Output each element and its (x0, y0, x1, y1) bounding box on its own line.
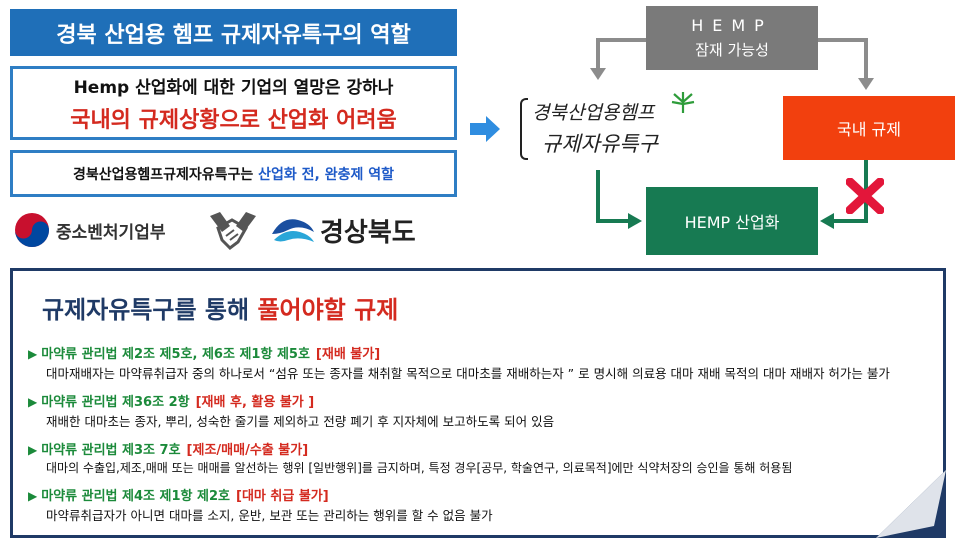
regulation-desc-1: 대마재배자는 마약류취급자 중의 하나로서 “섬유 또는 종자를 채취할 목적으… (46, 366, 890, 381)
buffer-role-highlight: 산업화 전, 완충제 역할 (258, 166, 395, 183)
taegeuk-icon (15, 213, 49, 247)
law-reference: 마약류 관리법 제4조 제1항 제2호 (41, 489, 230, 504)
triangle-bullet-icon: ▶ (28, 395, 38, 409)
page-title: 경북 산업용 헴프 규제자유특구의 역할 (10, 9, 457, 56)
industry-desire-box: Hemp 산업화에 대한 기업의 열망은 강하나 국내의 규제상황으로 산업화 … (10, 66, 457, 140)
triangle-bullet-icon: ▶ (28, 489, 38, 503)
regulations-heading-part2: 풀어야할 규제 (257, 296, 399, 324)
province-name: 경상북도 (320, 218, 416, 248)
buffer-role-prefix: 경북산업용헴프규제자유특구는 (72, 166, 259, 183)
law-tag: [대마 취급 불가] (236, 489, 329, 504)
hemp-potential-box: HEMP 잠재 가능성 (646, 6, 818, 70)
regulation-law-1: ▶마약류 관리법 제2조 제5호, 제6조 제1항 제5호 [재배 불가] (28, 343, 380, 362)
panel-corner-fold (876, 470, 946, 538)
law-tag: [제조/매매/수출 불가] (186, 443, 309, 458)
regulations-heading: 규제자유특구를 통해 풀어야할 규제 (42, 290, 398, 325)
gyeongbuk-logo-icon (272, 218, 314, 242)
connector-arrows (590, 38, 874, 229)
regulation-desc-4: 마약류취급자가 아니면 대마를 소지, 운반, 보관 또는 관리하는 행위를 할… (46, 508, 493, 523)
red-x-icon (846, 178, 884, 214)
ministry-name: 중소벤처기업부 (56, 222, 166, 243)
regulation-desc-3: 대마의 수출입,제조,매매 또는 매매를 알선하는 행위 [일반행위]를 금지하… (46, 461, 793, 475)
province-logo: 경상북도 (270, 212, 416, 249)
hemp-leaf-icon (671, 92, 695, 113)
triangle-bullet-icon: ▶ (28, 347, 38, 361)
regulation-law-3: ▶마약류 관리법 제3조 7호 [제조/매매/수출 불가] (28, 439, 308, 458)
handshake-icon (210, 212, 256, 250)
blue-arrow-icon (470, 116, 500, 142)
law-tag: [재배 불가] (315, 347, 381, 362)
triangle-bullet-icon: ▶ (28, 443, 38, 457)
domestic-regulation-box: 국내 규제 (783, 96, 955, 160)
hemp-industrialization-box: HEMP 산업화 (646, 187, 818, 255)
regulations-panel (10, 268, 946, 538)
regulation-law-4: ▶마약류 관리법 제4조 제1항 제2호 [대마 취급 불가] (28, 485, 329, 504)
regulation-desc-2: 재배한 대마초는 종자, 뿌리, 성숙한 줄기를 제외하고 전량 폐기 후 지자… (46, 414, 555, 429)
zone-logo-line1: 경북산업용헴프 (532, 102, 655, 124)
buffer-role-box: 경북산업용헴프규제자유특구는 산업화 전, 완충제 역할 (10, 150, 457, 197)
law-reference: 마약류 관리법 제36조 2항 (41, 395, 190, 410)
regulation-law-2: ▶마약류 관리법 제36조 2항 [재배 후, 활용 불가 ] (28, 391, 314, 410)
ministry-logo: 중소벤처기업부 (14, 212, 165, 248)
law-reference: 마약류 관리법 제3조 7호 (41, 443, 181, 458)
zone-logo: 경북산업용헴프 규제자유특구 (520, 92, 700, 166)
desire-text: Hemp 산업화에 대한 기업의 열망은 강하나 (73, 77, 394, 98)
law-reference: 마약류 관리법 제2조 제5호, 제6조 제1항 제5호 (41, 347, 310, 362)
potential-label: 잠재 가능성 (695, 41, 769, 59)
zone-logo-line2: 규제자유특구 (542, 132, 658, 156)
regulations-heading-part1: 규제자유특구를 통해 (42, 296, 258, 324)
law-tag: [재배 후, 활용 불가 ] (195, 395, 315, 410)
hemp-label: HEMP (691, 16, 773, 35)
difficulty-text: 국내의 규제상황으로 산업화 어려움 (70, 107, 397, 133)
